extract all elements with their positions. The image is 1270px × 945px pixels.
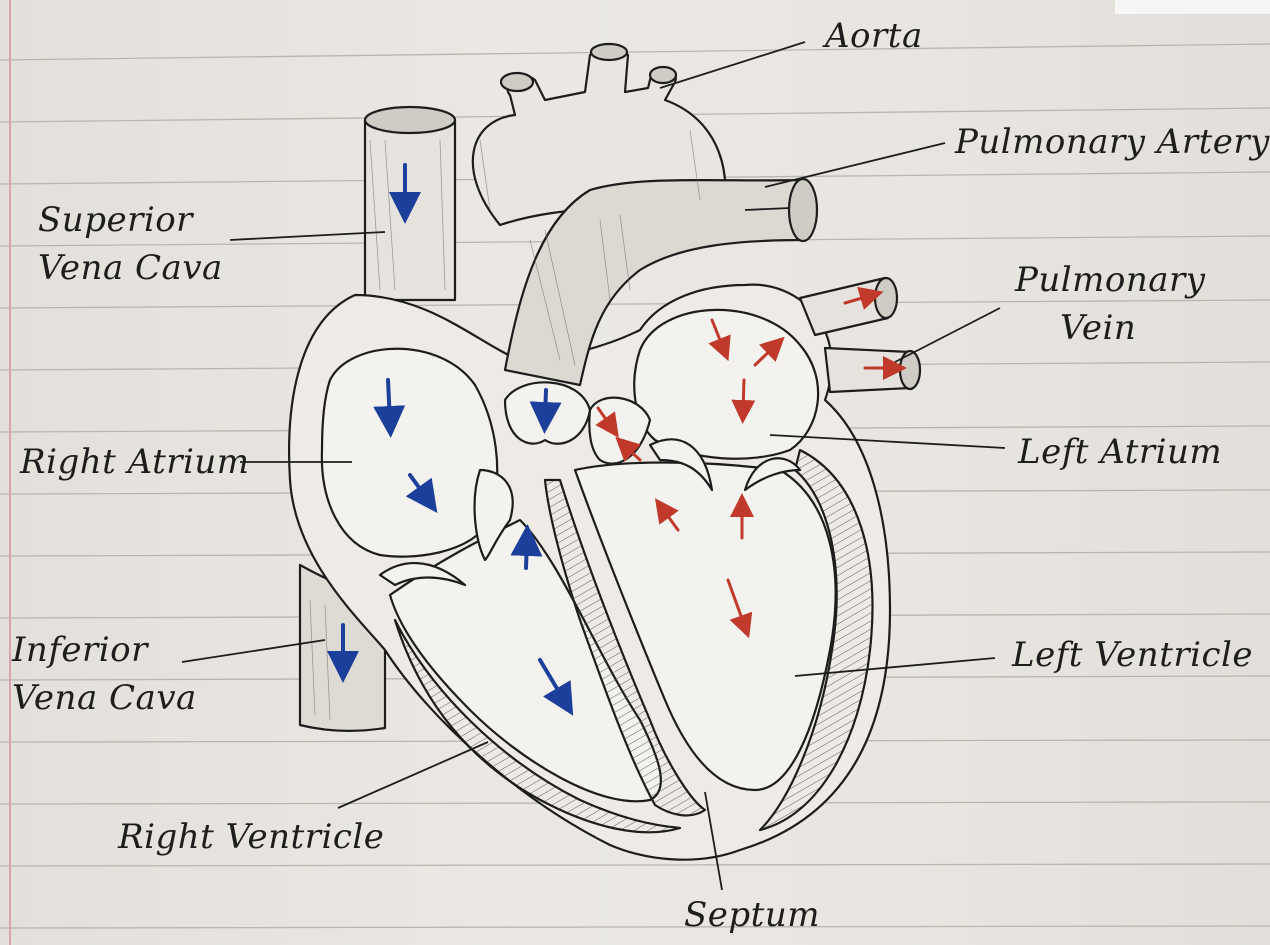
flow-arrow-blue: [545, 390, 546, 418]
label-superior-vena-cava-line1: Superior: [38, 198, 193, 242]
flow-arrow-red: [743, 380, 744, 412]
aorta-branch-opening: [591, 44, 627, 60]
heart-outline: [289, 44, 920, 860]
pulmonary-vein-lower: [825, 348, 910, 392]
superior-vena-cava-opening: [365, 107, 455, 133]
leader-right-ventricle: [338, 742, 488, 808]
label-septum: Septum: [684, 893, 820, 937]
label-inferior-vena-cava-line1: Inferior: [12, 628, 148, 672]
corner-tab: [1115, 0, 1270, 14]
label-right-ventricle: Right Ventricle: [118, 815, 384, 859]
aorta-branch-opening: [501, 73, 533, 91]
label-inferior-vena-cava-line2: Vena Cava: [12, 676, 197, 720]
leader-superior-vena-cava: [230, 232, 385, 240]
label-left-ventricle: Left Ventricle: [1012, 633, 1253, 677]
label-aorta: Aorta: [825, 14, 923, 58]
pulmonary-vein-upper: [800, 278, 888, 335]
leader-pulmonary-artery: [765, 143, 945, 187]
right-atrium-chamber: [322, 349, 497, 557]
flow-arrow-blue: [388, 380, 390, 422]
leader-pulmonary-vein: [895, 308, 1000, 362]
aorta-branch-opening: [650, 67, 676, 83]
flow-arrow-blue: [526, 540, 527, 568]
leader-aorta: [660, 42, 805, 88]
label-superior-vena-cava-line2: Vena Cava: [38, 246, 223, 290]
label-pulmonary-vein-line1: Pulmonary: [1015, 258, 1206, 302]
label-pulmonary-vein-line2: Vein: [1060, 306, 1136, 350]
label-left-atrium: Left Atrium: [1018, 430, 1222, 474]
pulmonary-artery-opening: [789, 179, 817, 241]
label-right-atrium: Right Atrium: [20, 440, 250, 484]
label-pulmonary-artery: Pulmonary Artery: [955, 120, 1270, 164]
